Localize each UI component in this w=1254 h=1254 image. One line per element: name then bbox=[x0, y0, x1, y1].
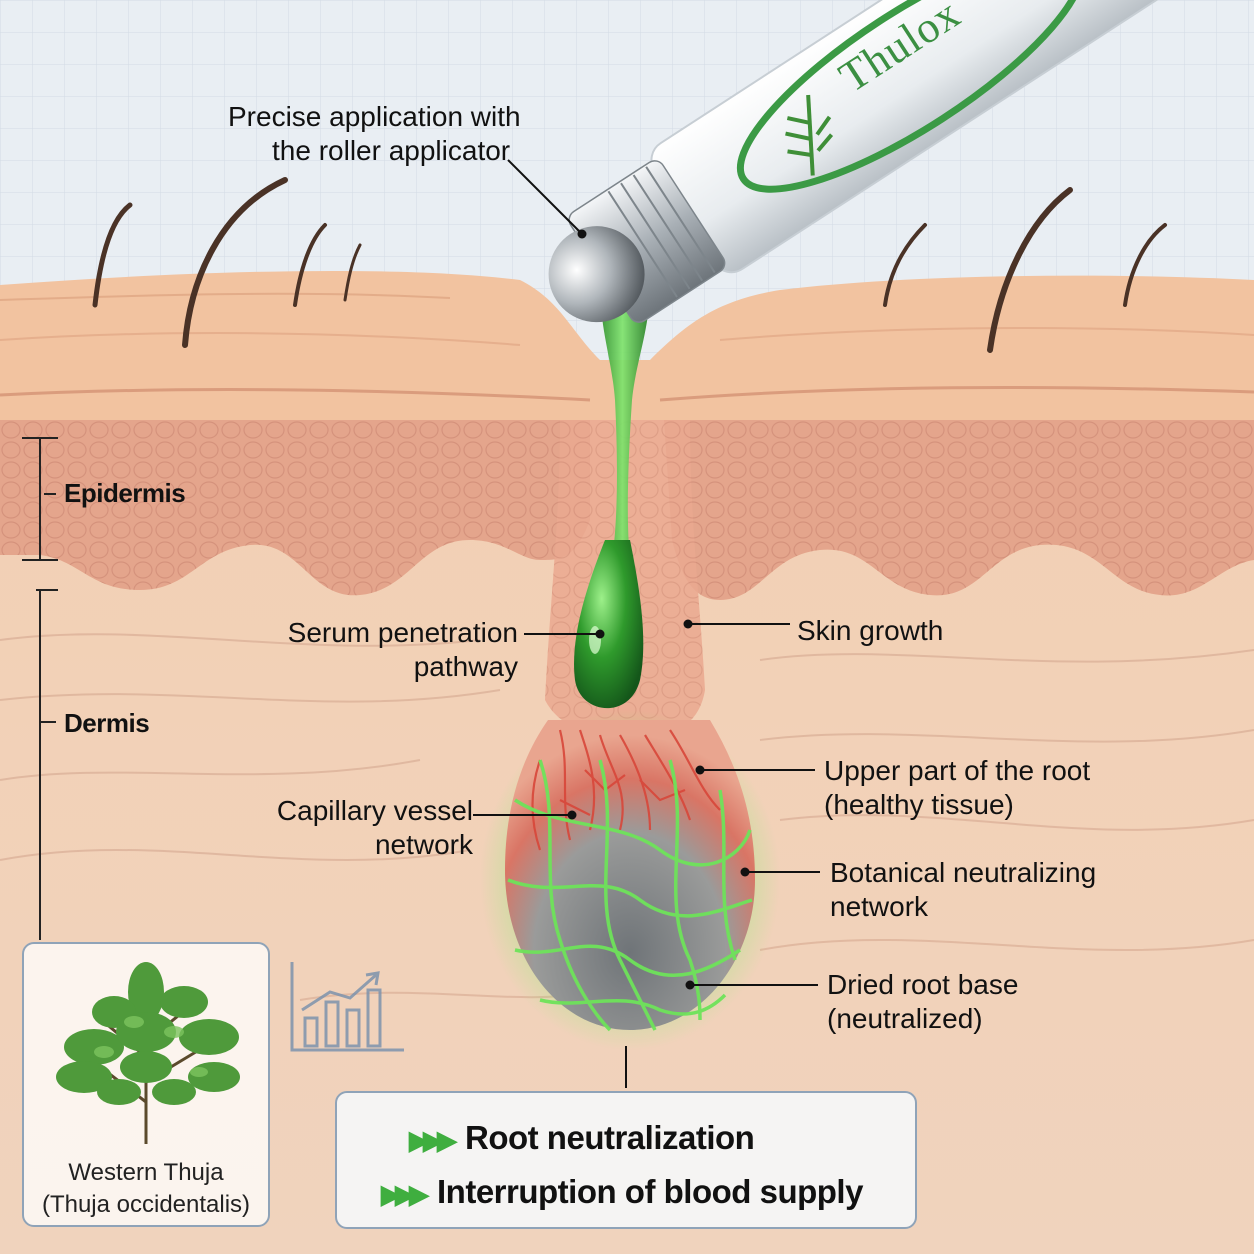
callout-serum-line1: Serum penetration bbox=[287, 617, 518, 648]
callout-botanical-line2: network bbox=[830, 891, 929, 922]
callout-upper-root: Upper part of the root (healthy tissue) bbox=[824, 754, 1090, 822]
callout-serum-line2: pathway bbox=[413, 651, 518, 682]
callout-capillary-line1: Capillary vessel bbox=[276, 795, 473, 826]
callout-upper-root-line1: Upper part of the root bbox=[824, 755, 1091, 786]
callout-application-line1: Precise application with bbox=[228, 101, 521, 132]
callout-skin-growth: Skin growth bbox=[797, 615, 944, 646]
plant-common-name: Western Thuja bbox=[68, 1159, 224, 1186]
callout-capillary: Capillary vessel network bbox=[225, 794, 473, 862]
triple-arrow-icon: ▶▶▶ bbox=[381, 1179, 429, 1209]
dermis-label: Dermis bbox=[64, 708, 150, 738]
plant-panel: Western Thuja (Thuja occidentalis) bbox=[22, 942, 270, 1227]
result-item-blood-supply: ▶▶▶ Interruption of blood supply bbox=[381, 1173, 863, 1211]
callout-botanical: Botanical neutralizing network bbox=[830, 856, 1096, 924]
callout-dried-root-line2: (neutralized) bbox=[827, 1003, 983, 1034]
triple-arrow-icon: ▶▶▶ bbox=[409, 1125, 457, 1155]
result-label-1: Root neutralization bbox=[465, 1119, 755, 1156]
callout-serum: Serum penetration pathway bbox=[250, 616, 518, 684]
thuja-leaf-icon bbox=[785, 94, 834, 176]
callout-application-line2: the roller applicator bbox=[272, 135, 511, 166]
callout-application: Precise application with the roller appl… bbox=[228, 100, 521, 168]
epidermis-label: Epidermis bbox=[64, 478, 186, 508]
callout-botanical-line1: Botanical neutralizing bbox=[830, 857, 1097, 888]
results-panel: ▶▶▶ Root neutralization ▶▶▶ Interruption o… bbox=[335, 1091, 917, 1229]
callout-capillary-line2: network bbox=[374, 829, 473, 860]
roller-applicator bbox=[548, 0, 1189, 323]
result-item-root-neutralization: ▶▶▶ Root neutralization bbox=[409, 1119, 755, 1157]
growth-chart-icon bbox=[290, 962, 404, 1052]
callout-dried-root: Dried root base (neutralized) bbox=[827, 968, 1018, 1036]
thuja-plant-icon bbox=[56, 962, 240, 1144]
callout-dried-root-line1: Dried root base bbox=[827, 969, 1019, 1000]
plant-latin-name: (Thuja occidentalis) bbox=[41, 1191, 251, 1218]
result-label-2: Interruption of blood supply bbox=[437, 1173, 863, 1210]
callout-upper-root-line2: (healthy tissue) bbox=[824, 789, 1014, 820]
